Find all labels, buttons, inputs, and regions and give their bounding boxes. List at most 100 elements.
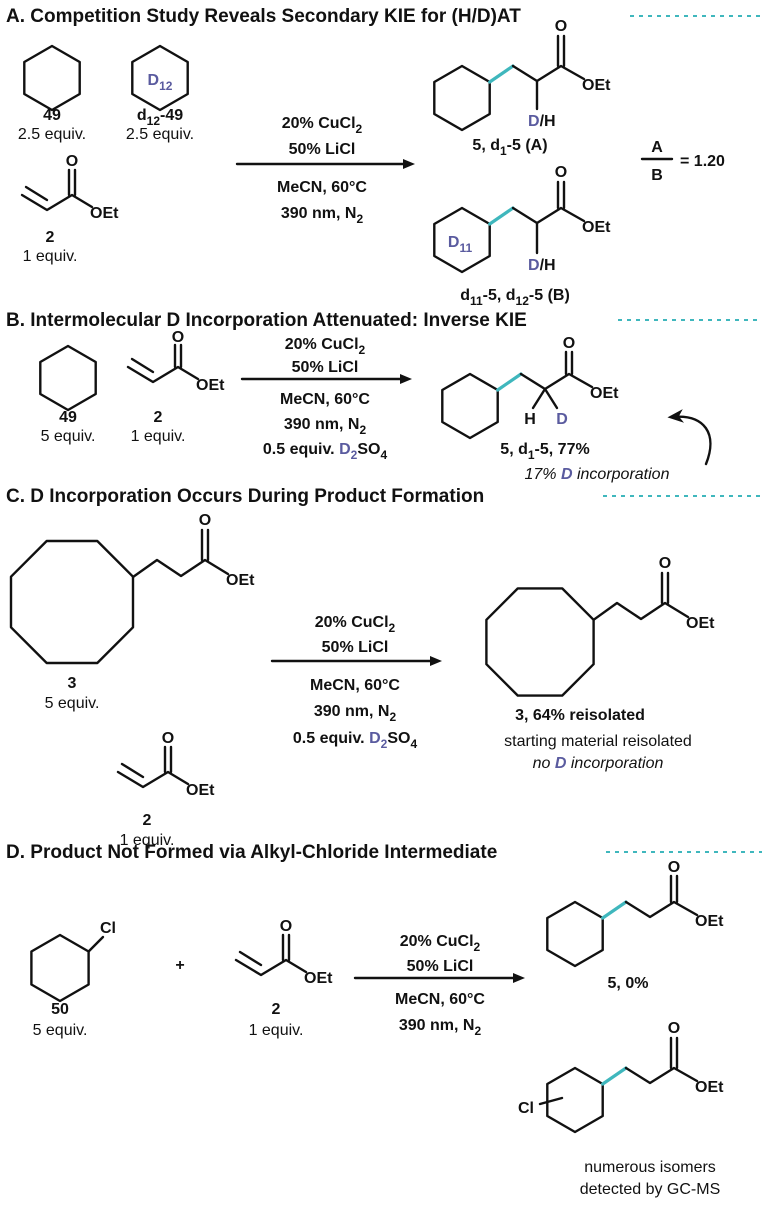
chain-bonds [519, 372, 594, 391]
deuterium-atom: D [556, 411, 568, 428]
condition-catalyst: 20% CuCl2 [315, 614, 396, 635]
plus-sign: + [175, 957, 184, 974]
oxygen-atom: O [66, 153, 78, 170]
ethoxy-group: OEt [686, 615, 715, 632]
cyclohexane-ring [433, 64, 491, 132]
equiv-label: 1 equiv. [249, 1022, 304, 1039]
reisolation-note: starting material reisolated [504, 733, 692, 750]
hydrogen-atom: H [524, 411, 536, 428]
condition-acid: 0.5 equiv. D2SO4 [293, 730, 418, 751]
isomers-note: numerous isomers [584, 1159, 716, 1176]
section-a-title: A. Competition Study Reveals Secondary K… [6, 6, 521, 27]
compound-label: 50 [51, 1001, 69, 1018]
kie-ratio: A B = 1.20 [640, 139, 725, 184]
chlorine-atom: Cl [518, 1100, 534, 1117]
compound-label: d11-5, d12-5 (B) [460, 287, 570, 308]
chain-bonds [624, 1066, 699, 1085]
d-incorporation-note: no D incorporation [533, 755, 664, 772]
condition-acid: 0.5 equiv. D2SO4 [263, 441, 388, 462]
acrylate-bonds [126, 365, 200, 384]
double-bond [238, 950, 263, 967]
oxygen-atom: O [555, 164, 567, 181]
ethoxy-group: OEt [186, 782, 215, 799]
oxygen-atom: O [668, 1020, 680, 1037]
condition-additive: 50% LiCl [292, 359, 359, 376]
reaction-arrow: 20% CuCl2 50% LiCl MeCN, 60°C 390 nm, N2… [270, 614, 442, 751]
equiv-label: 2.5 equiv. [18, 126, 86, 143]
ethoxy-group: OEt [695, 913, 724, 930]
chlorocyclohexane-50: Cl 50 5 equiv. [30, 920, 116, 1039]
compound-label: 2 [154, 409, 163, 426]
condition-additive: 50% LiCl [322, 639, 389, 656]
highlighted-bond [601, 900, 628, 920]
compound-label: 3, 64% reisolated [515, 707, 645, 724]
section-d: D. Product Not Formed via Alkyl-Chloride… [6, 842, 762, 1198]
acrylate-bonds [20, 193, 94, 212]
condition-solvent: MeCN, 60°C [277, 179, 367, 196]
compound-label: 49 [43, 107, 61, 124]
product-b: D11 O OEt D/H d11-5, d12-5 (B) [433, 164, 611, 308]
ethyl-acrylate-2: O OEt 2 1 equiv. [234, 918, 333, 1039]
chain-bonds [592, 601, 690, 621]
d-incorporation-note: 17% D incorporation [525, 466, 670, 483]
chain-bonds [511, 206, 586, 225]
condition-light: 390 nm, N2 [314, 703, 397, 724]
ethoxy-group: OEt [226, 572, 255, 589]
cyclohexane-ring [39, 344, 97, 412]
oxygen-atom: O [563, 335, 575, 352]
compound-label: 5, d1-5 (A) [472, 137, 547, 158]
ethoxy-group: OEt [695, 1079, 724, 1096]
equiv-label: 5 equiv. [41, 428, 96, 445]
double-bond [130, 357, 155, 374]
condition-light: 390 nm, N2 [281, 205, 364, 226]
product-5-not-formed: O OEt 5, 0% [546, 859, 724, 992]
highlighted-bond [488, 64, 515, 84]
ethyl-acrylate-2: O OEt 2 1 equiv. [116, 730, 215, 849]
condition-solvent: MeCN, 60°C [395, 991, 485, 1008]
equiv-label: 2.5 equiv. [126, 126, 194, 143]
acrylate-bonds [116, 770, 190, 789]
oxygen-atom: O [555, 18, 567, 35]
equiv-label: 5 equiv. [33, 1022, 88, 1039]
condition-additive: 50% LiCl [407, 958, 474, 975]
d12-cyclohexane: D12 d12-49 2.5 equiv. [126, 44, 194, 143]
chain-bonds [131, 558, 230, 579]
section-a: A. Competition Study Reveals Secondary K… [6, 6, 762, 308]
oxygen-atom: O [668, 859, 680, 876]
reaction-arrow: 20% CuCl2 50% LiCl MeCN, 60°C 390 nm, N2 [353, 933, 525, 1038]
compound-label: 3 [68, 675, 77, 692]
cyclohexane-ring [131, 44, 189, 112]
ethyl-acrylate-2: O OEt 2 1 equiv. [20, 153, 119, 265]
equiv-label: 1 equiv. [131, 428, 186, 445]
double-bond [120, 762, 145, 779]
chain-bonds [624, 900, 699, 919]
acrylate-bonds [234, 958, 308, 977]
ethyl-acrylate-2: O OEt 2 1 equiv. [126, 329, 225, 445]
reaction-arrow: 20% CuCl2 50% LiCl MeCN, 60°C 390 nm, N2… [240, 336, 412, 462]
highlighted-bond [488, 206, 515, 226]
condition-solvent: MeCN, 60°C [310, 677, 400, 694]
condition-catalyst: 20% CuCl2 [400, 933, 481, 954]
oxygen-atom: O [162, 730, 174, 747]
compound-label: 2 [46, 229, 55, 246]
compound-label: d12-49 [137, 107, 183, 128]
product-3: O OEt 3, 64% reisolated starting materia… [485, 555, 715, 772]
cyclohexane-ring [30, 933, 90, 1003]
condition-additive: 50% LiCl [289, 141, 356, 158]
cyclohexane-ring [23, 44, 81, 112]
ratio-numerator: A [651, 139, 663, 156]
cyclohexane-ring [546, 900, 604, 968]
condition-catalyst: 20% CuCl2 [285, 336, 366, 357]
cyclohexane-ring [441, 372, 499, 440]
deuterium-label: D11 [448, 234, 473, 255]
ratio-denominator: B [651, 167, 663, 184]
d-h-label: D/H [528, 257, 556, 274]
chain-bonds [511, 64, 586, 83]
cyclooctane-ring [485, 587, 595, 697]
condition-light: 390 nm, N2 [399, 1017, 482, 1038]
section-c: C. D Incorporation Occurs During Product… [6, 486, 762, 849]
highlighted-bond [601, 1066, 628, 1086]
ratio-value: = 1.20 [680, 153, 725, 170]
condition-catalyst: 20% CuCl2 [282, 115, 363, 136]
condition-solvent: MeCN, 60°C [280, 391, 370, 408]
